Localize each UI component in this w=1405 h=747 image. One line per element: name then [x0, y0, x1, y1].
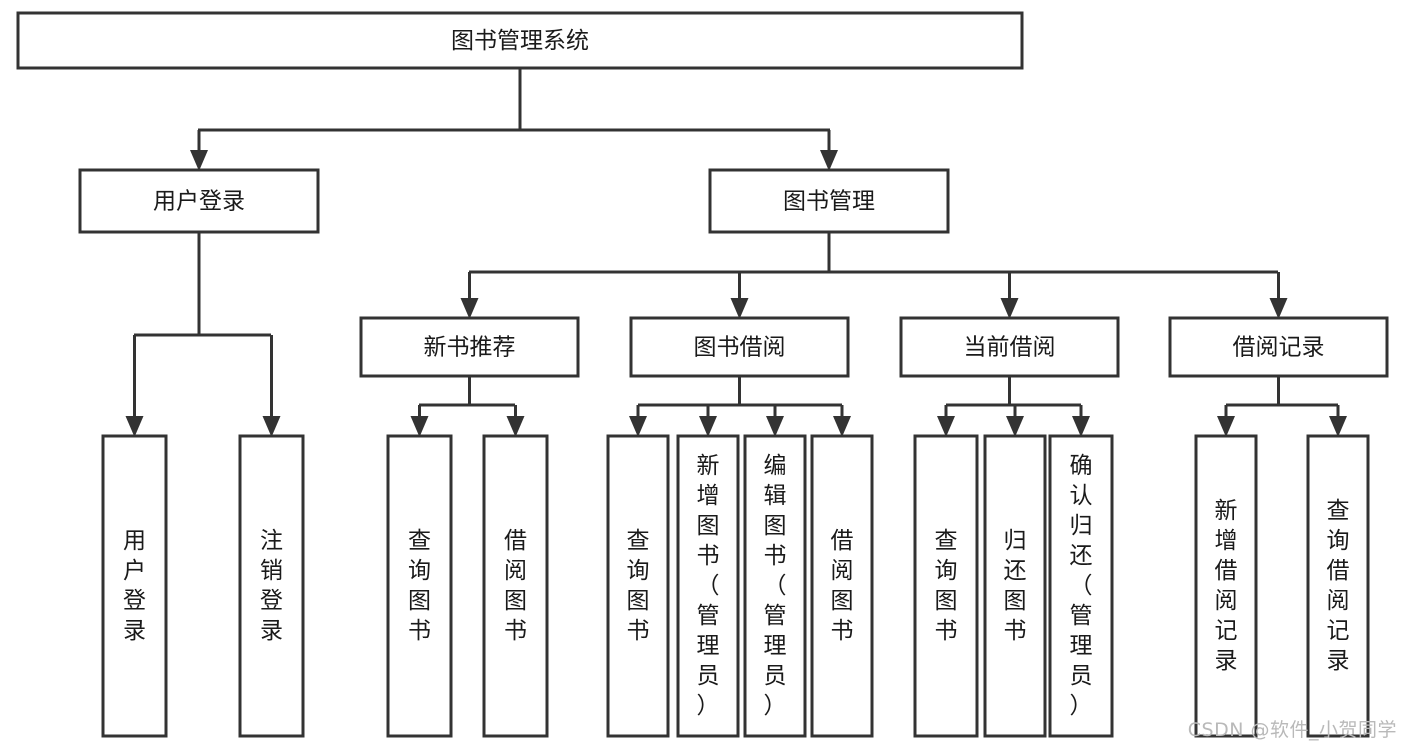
node-box-leaf-query-borrow-record[interactable]: [1306, 434, 1370, 738]
node-label-leaf-borrow-book-recommend: 借阅图书: [504, 528, 527, 644]
arrowhead-user-login: [190, 150, 208, 171]
node-label-leaf-query-book-recommend: 查询图书: [408, 528, 431, 644]
node-leaf-add-borrow-record[interactable]: 新增借阅记录: [1194, 434, 1258, 738]
node-label-leaf-confirm-return: 确认归还（管理员）: [1070, 453, 1093, 719]
node-box-leaf-query-book-current[interactable]: [913, 434, 979, 738]
node-leaf-query-book-current[interactable]: 查询图书: [913, 434, 979, 738]
node-label-leaf-borrow-book: 借阅图书: [831, 528, 854, 644]
node-leaf-confirm-return[interactable]: 确认归还（管理员）: [1048, 434, 1114, 738]
nodes-layer: 图书管理系统用户登录图书管理新书推荐图书借阅当前借阅借阅记录用户登录注销登录查询…: [16, 11, 1389, 738]
node-label-current-borrow: 当前借阅: [964, 335, 1056, 361]
node-leaf-user-login[interactable]: 用户登录: [101, 434, 168, 738]
node-label-leaf-query-book-current: 查询图书: [935, 528, 958, 644]
arrowhead-leaf-borrow-book-recommend: [506, 416, 525, 437]
connectors-layer: [125, 68, 1347, 437]
node-box-leaf-add-borrow-record[interactable]: [1194, 434, 1258, 738]
node-box-leaf-confirm-return[interactable]: [1048, 434, 1114, 738]
node-current-borrow[interactable]: 当前借阅: [899, 316, 1120, 378]
arrowhead-leaf-return-book: [1006, 416, 1024, 437]
node-label-user-login: 用户登录: [153, 189, 245, 215]
node-box-book-management[interactable]: [708, 168, 950, 234]
arrowhead-leaf-query-book-borrow: [629, 416, 647, 437]
node-label-book-borrow: 图书借阅: [694, 335, 786, 361]
node-label-book-management: 图书管理: [783, 189, 875, 215]
node-box-root[interactable]: [16, 11, 1024, 70]
node-book-management[interactable]: 图书管理: [708, 168, 950, 234]
node-leaf-borrow-book-recommend[interactable]: 借阅图书: [482, 434, 549, 738]
arrowhead-current-borrow: [1000, 298, 1019, 319]
node-leaf-query-borrow-record[interactable]: 查询借阅记录: [1306, 434, 1370, 738]
node-user-login[interactable]: 用户登录: [78, 168, 320, 234]
node-label-leaf-query-book-borrow: 查询图书: [627, 528, 650, 644]
node-box-book-borrow[interactable]: [629, 316, 850, 378]
node-label-root: 图书管理系统: [451, 28, 589, 54]
node-leaf-borrow-book[interactable]: 借阅图书: [810, 434, 874, 738]
arrowhead-leaf-query-book-current: [937, 416, 955, 437]
csdn-watermark: CSDN @软件_小贺同学: [1187, 719, 1397, 741]
node-label-borrow-record: 借阅记录: [1233, 335, 1325, 361]
node-label-leaf-edit-book: 编辑图书（管理员）: [764, 453, 787, 719]
arrowhead-leaf-user-logout: [262, 416, 281, 437]
node-label-leaf-return-book: 归还图书: [1004, 528, 1027, 644]
node-box-borrow-record[interactable]: [1168, 316, 1389, 378]
node-leaf-return-book[interactable]: 归还图书: [983, 434, 1047, 738]
node-box-leaf-add-book[interactable]: [676, 434, 740, 738]
node-label-leaf-user-logout: 注销登录: [260, 528, 283, 644]
node-box-current-borrow[interactable]: [899, 316, 1120, 378]
arrowhead-leaf-add-book: [699, 416, 717, 437]
node-leaf-user-logout[interactable]: 注销登录: [238, 434, 305, 738]
arrowhead-book-management: [820, 150, 838, 171]
node-box-leaf-return-book[interactable]: [983, 434, 1047, 738]
node-root[interactable]: 图书管理系统: [16, 11, 1024, 70]
node-box-leaf-query-book-recommend[interactable]: [386, 434, 453, 738]
node-box-leaf-user-logout[interactable]: [238, 434, 305, 738]
node-box-new-book-recommend[interactable]: [359, 316, 580, 378]
arrowhead-leaf-borrow-book: [833, 416, 851, 437]
node-label-leaf-add-borrow-record: 新增借阅记录: [1215, 498, 1238, 674]
arrowhead-leaf-confirm-return: [1072, 416, 1090, 437]
node-leaf-add-book[interactable]: 新增图书（管理员）: [676, 434, 740, 738]
arrowhead-borrow-record: [1269, 298, 1288, 319]
node-box-leaf-user-login[interactable]: [101, 434, 168, 738]
node-leaf-query-book-borrow[interactable]: 查询图书: [606, 434, 670, 738]
node-new-book-recommend[interactable]: 新书推荐: [359, 316, 580, 378]
arrowhead-book-borrow: [730, 298, 749, 319]
node-box-user-login[interactable]: [78, 168, 320, 234]
node-box-leaf-edit-book[interactable]: [743, 434, 807, 738]
arrowhead-new-book-recommend: [460, 298, 479, 319]
node-label-leaf-query-borrow-record: 查询借阅记录: [1327, 498, 1350, 674]
node-label-new-book-recommend: 新书推荐: [424, 335, 516, 361]
node-box-leaf-borrow-book[interactable]: [810, 434, 874, 738]
node-book-borrow[interactable]: 图书借阅: [629, 316, 850, 378]
node-box-leaf-borrow-book-recommend[interactable]: [482, 434, 549, 738]
node-leaf-query-book-recommend[interactable]: 查询图书: [386, 434, 453, 738]
node-label-leaf-add-book: 新增图书（管理员）: [697, 453, 720, 719]
arrowhead-leaf-query-book-recommend: [410, 416, 429, 437]
arrowhead-leaf-add-borrow-record: [1217, 416, 1235, 437]
node-box-leaf-query-book-borrow[interactable]: [606, 434, 670, 738]
arrowhead-leaf-edit-book: [766, 416, 784, 437]
arrowhead-leaf-query-borrow-record: [1329, 416, 1347, 437]
node-leaf-edit-book[interactable]: 编辑图书（管理员）: [743, 434, 807, 738]
node-label-leaf-user-login: 用户登录: [123, 528, 146, 644]
node-borrow-record[interactable]: 借阅记录: [1168, 316, 1389, 378]
arrowhead-leaf-user-login: [125, 416, 144, 437]
